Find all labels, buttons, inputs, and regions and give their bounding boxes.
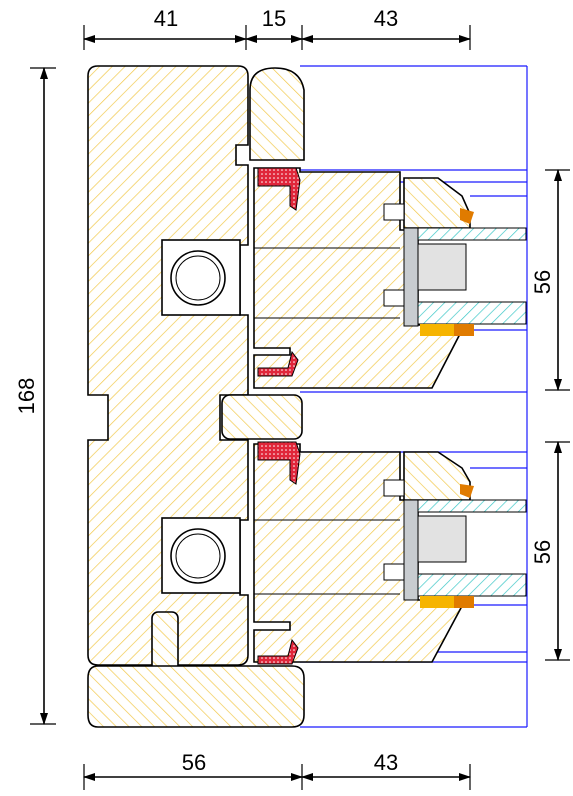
upper-spacer-yellow: [420, 324, 454, 336]
mullion-connector: [221, 394, 303, 440]
dimension-lines: [30, 25, 570, 790]
top-bead: [249, 67, 305, 161]
gasket-lower-1: [257, 441, 301, 485]
lower-glass-inner-pane: [417, 573, 527, 597]
lower-seal-orange: [460, 484, 474, 498]
hardware-pin-lower: [170, 528, 226, 584]
dim-label-right-lower: 56: [530, 540, 555, 564]
gasket-upper-2: [257, 350, 299, 377]
lower-sash-inner-lines: [254, 519, 400, 595]
lower-steel-spacer: [403, 499, 419, 601]
gasket-lower-2: [257, 638, 299, 665]
lower-glass-cavity: [417, 515, 467, 563]
dim-label-top-middle: 15: [262, 6, 286, 31]
dim-label-left-height: 168: [14, 378, 39, 415]
lower-spacer-yellow: [420, 596, 454, 608]
upper-glass-cavity: [417, 243, 467, 291]
dim-label-bottom-left: 56: [182, 750, 206, 775]
dim-label-top-right: 43: [374, 6, 398, 31]
dim-label-bottom-right: 43: [374, 750, 398, 775]
upper-glazing-bead: [403, 177, 471, 229]
lower-glass-outer-pane: [417, 499, 527, 513]
dim-label-top-left: 41: [154, 6, 178, 31]
sill-profile: [87, 665, 305, 728]
upper-glass-inner-pane: [417, 301, 527, 325]
lower-spacer-orange: [454, 596, 474, 608]
hardware-pin-upper: [170, 250, 226, 306]
upper-glass-outer-pane: [417, 227, 527, 241]
upper-spacer-orange: [454, 324, 474, 336]
upper-sash-inner-lines: [254, 247, 400, 319]
dim-label-right-upper: 56: [530, 270, 555, 294]
main-frame-profile: [87, 65, 249, 666]
upper-seal-orange: [460, 208, 474, 224]
upper-steel-spacer: [403, 227, 419, 327]
gasket-upper-1: [257, 167, 301, 211]
